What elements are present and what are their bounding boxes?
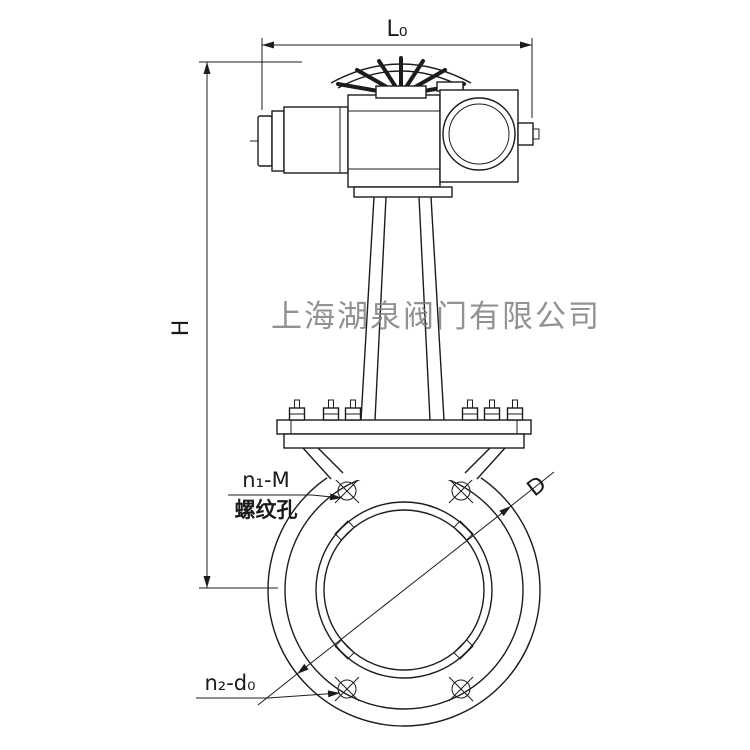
bolt [461,399,479,421]
yoke-column [360,196,445,421]
actuator-base [353,186,453,198]
label-n2-d0: n₂-d₀ [204,671,255,695]
bolt [344,399,362,421]
label-threaded-hole: 螺纹孔 [235,498,298,522]
bonnet-neck [301,447,507,480]
flange-bolts [288,399,524,421]
bolt-holes [334,478,474,702]
gearbox [347,85,441,188]
label-H: H [169,320,194,337]
bolt [483,399,501,421]
label-D: D [523,472,552,502]
dimension-L0: L₀ [261,17,533,118]
dimension-H: H [169,61,302,589]
label-L0: L₀ [386,17,407,42]
guide-tab [453,520,474,541]
motor [250,106,349,174]
threaded-hole [448,478,474,504]
guide-tab [453,639,474,660]
bolt [506,399,524,421]
bolt [288,399,306,421]
company-watermark: 上海湖泉阀门有限公司 [271,299,601,335]
top-flange [276,419,532,449]
bolt-hole [448,676,474,702]
bolt [322,399,340,421]
gear-housing [436,81,540,183]
electric-actuator [250,81,540,198]
leader-n1-M: n₁-M 螺纹孔 [228,468,343,522]
guide-tab [334,639,355,660]
guide-tab [334,520,355,541]
label-n1-M: n₁-M [242,468,289,492]
leader-n2-d0: n₂-d₀ [196,671,341,699]
